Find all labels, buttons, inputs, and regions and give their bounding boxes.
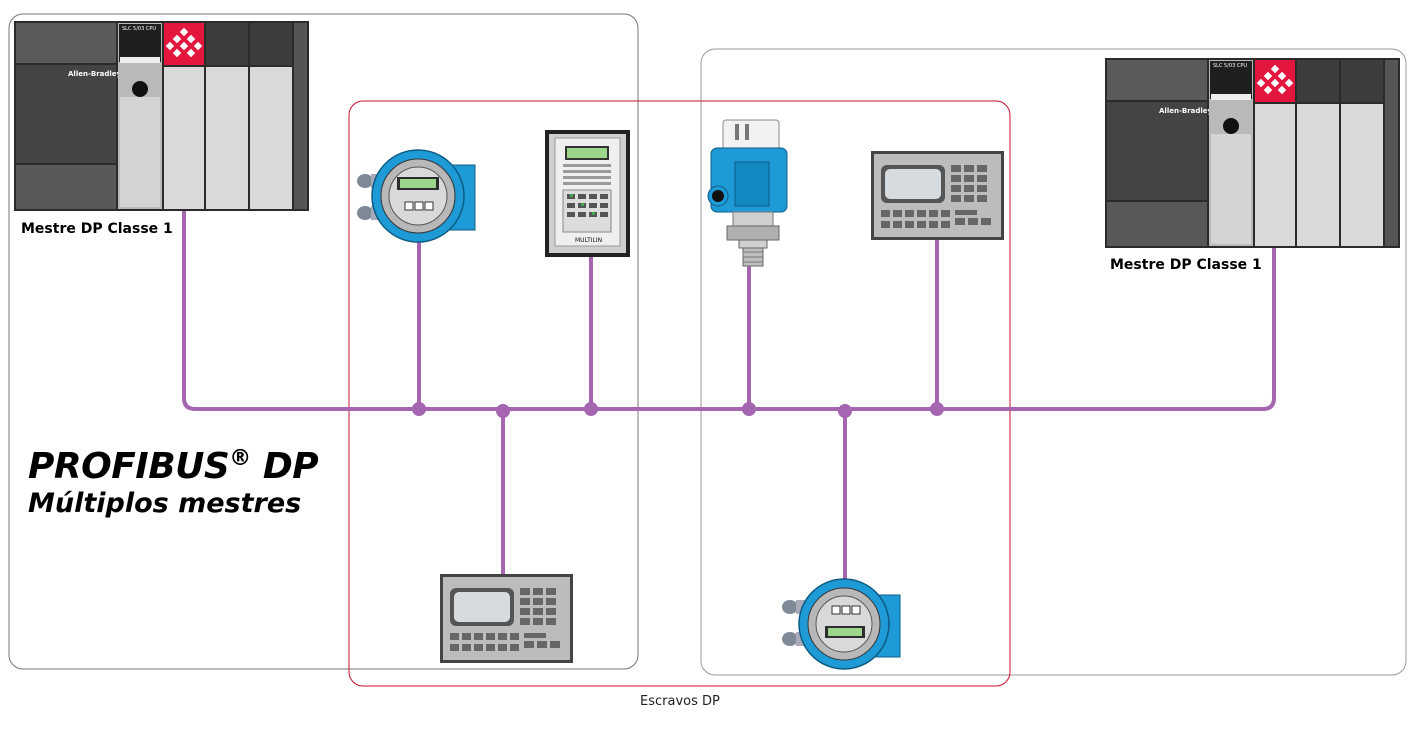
operator-panel-icon xyxy=(440,574,573,663)
bus-node xyxy=(412,402,426,416)
bus-nodes xyxy=(412,402,944,418)
plc-master-1: Allen-Bradley SLC 5/03 CPU xyxy=(14,21,309,211)
plc-master-2: Allen-Bradley SLC 5/03 CPU xyxy=(1105,58,1400,248)
relay-icon: MULTILIN xyxy=(545,130,630,257)
level-sensor-icon xyxy=(707,119,788,267)
bus-node xyxy=(930,402,944,416)
svg-text:SLC 5/03 CPU: SLC 5/03 CPU xyxy=(122,26,156,32)
operator-panel-icon xyxy=(871,151,1004,240)
master1-label: Mestre DP Classe 1 xyxy=(21,221,173,237)
transmitter-icon xyxy=(357,149,476,243)
diagram-title: PROFIBUS® DP xyxy=(28,446,319,487)
slaves-group-label: Escravos DP xyxy=(640,694,720,709)
title-main: PROFIBUS xyxy=(28,446,230,487)
master2-label: Mestre DP Classe 1 xyxy=(1110,257,1262,273)
relay-brand-text: MULTILIN xyxy=(575,237,602,244)
transmitter-icon xyxy=(782,578,901,670)
slaves-group-frame xyxy=(348,100,1011,687)
title-suffix: DP xyxy=(250,446,319,487)
plc-brand-text: Allen-Bradley xyxy=(1159,107,1213,115)
master2-group-frame xyxy=(700,48,1407,676)
diagram-subtitle: Múltiplos mestres xyxy=(28,488,302,519)
bus-node xyxy=(584,402,598,416)
bus-node xyxy=(742,402,756,416)
bus-node xyxy=(838,404,852,418)
svg-text:SLC 5/03 CPU: SLC 5/03 CPU xyxy=(1213,63,1247,69)
bus-node xyxy=(496,404,510,418)
profibus-bus xyxy=(182,208,1276,586)
plc-brand-text: Allen-Bradley xyxy=(68,70,122,78)
master1-group-frame xyxy=(8,13,639,670)
registered-mark: ® xyxy=(229,446,251,471)
